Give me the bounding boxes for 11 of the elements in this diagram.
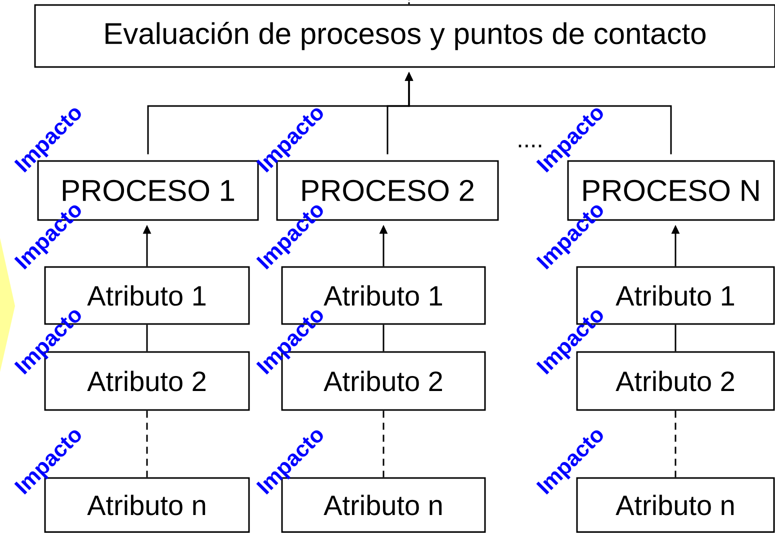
chevron-shape	[0, 238, 15, 372]
connector	[408, 0, 410, 4]
connector	[674, 324, 676, 352]
connector	[674, 410, 676, 478]
attribute-box: Atributo 2	[576, 351, 775, 411]
connector	[382, 324, 384, 352]
connector	[146, 410, 148, 478]
process-box: Evaluación de procesos y puntos de contacto	[34, 4, 775, 68]
attribute-box: Atributo n	[576, 477, 775, 533]
connector	[382, 410, 384, 478]
connector	[146, 324, 148, 352]
